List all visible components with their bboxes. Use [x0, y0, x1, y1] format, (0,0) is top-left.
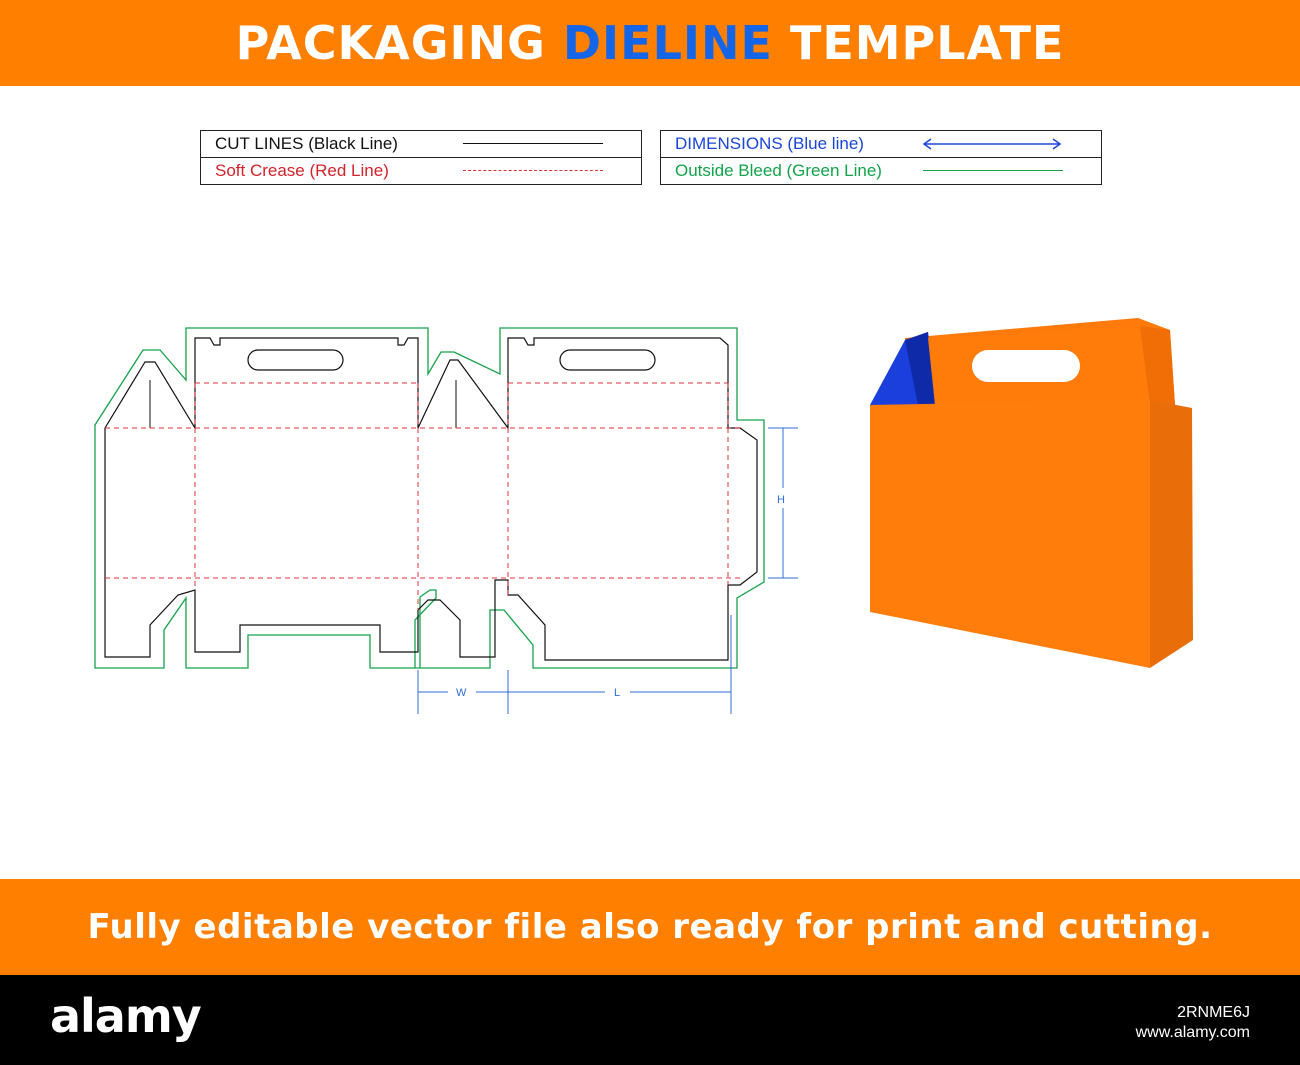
tagline: Fully editable vector file also ready fo… — [87, 907, 1213, 947]
dim-length-label: L — [614, 687, 620, 699]
header-banner: PACKAGING DIELINE TEMPLATE — [0, 0, 1300, 86]
legend-bleed-label: Outside Bleed (Green Line) — [675, 161, 882, 180]
outside-bleed-outline — [94, 327, 765, 669]
legend-bleed-row: Outside Bleed (Green Line) — [661, 157, 1101, 184]
handle-slot-1 — [247, 349, 344, 371]
handle-slot-2 — [559, 349, 656, 371]
footer-url: www.alamy.com — [1135, 1024, 1250, 1041]
crease-line-sample — [463, 170, 603, 171]
box-side-face — [1150, 400, 1193, 668]
legend-dimension-label: DIMENSIONS (Blue line) — [675, 134, 864, 153]
box-top-side-panel — [1140, 326, 1175, 405]
legend-crease-label: Soft Crease (Red Line) — [215, 161, 389, 180]
footer-bar: alamy 2RNME6J www.alamy.com — [0, 975, 1300, 1065]
box-front-face — [870, 400, 1150, 668]
legend-right: DIMENSIONS (Blue line) Outside Bleed (Gr… — [660, 130, 1102, 185]
page-title: PACKAGING DIELINE TEMPLATE — [236, 16, 1065, 70]
legend-cut-row: CUT LINES (Black Line) — [201, 131, 641, 157]
footer-logo: alamy — [50, 989, 202, 1043]
footer-id-block: 2RNME6J www.alamy.com — [1136, 1003, 1250, 1043]
legend-cut-label: CUT LINES (Black Line) — [215, 134, 398, 153]
dim-height-label: H — [777, 494, 785, 506]
box-mockup-3d — [870, 318, 1193, 668]
tagline-banner: Fully editable vector file also ready fo… — [0, 879, 1300, 975]
title-accent: DIELINE — [562, 16, 773, 70]
footer-image-id: 2RNME6J — [1177, 1004, 1250, 1021]
cut-line-outline — [104, 337, 758, 661]
box-handle-hole — [972, 350, 1080, 382]
legend-crease-row: Soft Crease (Red Line) — [201, 157, 641, 184]
bleed-line-sample — [923, 170, 1063, 171]
dimension-arrow-sample — [922, 138, 1062, 150]
cut-line-sample — [463, 143, 603, 144]
title-part2: TEMPLATE — [772, 16, 1065, 70]
box-inner-blue-shadow — [905, 332, 935, 405]
title-part1: PACKAGING — [235, 16, 563, 70]
dim-width-label: W — [456, 687, 467, 699]
legend-dimension-row: DIMENSIONS (Blue line) — [661, 131, 1101, 157]
dieline-diagram: H W L — [94, 327, 798, 714]
legend-left: CUT LINES (Black Line) Soft Crease (Red … — [200, 130, 642, 185]
